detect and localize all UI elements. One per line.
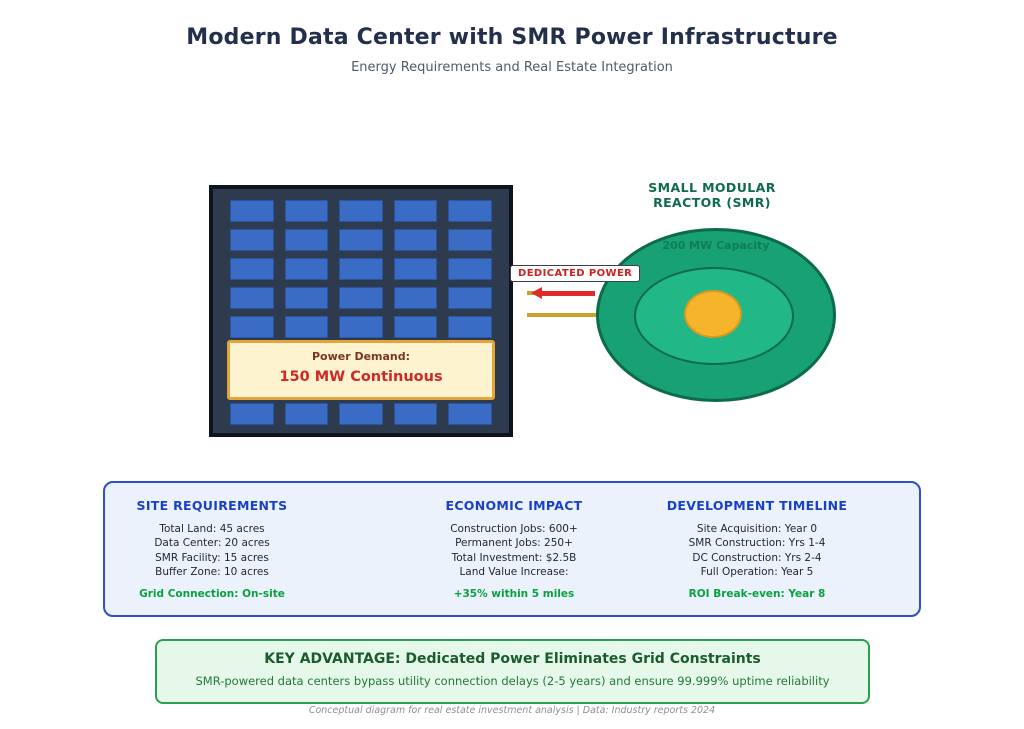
economic-impact-highlight: +35% within 5 miles [453,588,575,601]
server-rack [339,403,383,425]
server-rack [393,229,438,251]
server-rack [284,229,329,251]
server-rack [284,258,329,280]
server-rack [284,403,329,425]
server-rack [448,200,492,222]
site-requirements-item: SMR Facility: 15 acres [155,551,269,564]
economic-impact-item: Construction Jobs: 600+ [450,523,578,535]
server-rack [230,229,274,251]
server-rack [230,403,274,425]
server-rack [284,200,329,222]
site-requirements-item: Total Land: 45 acres [159,523,265,535]
server-rack [393,287,438,309]
development-timeline-heading: DEVELOPMENT TIMELINE [666,498,848,513]
site-requirements-item: Data Center: 20 acres [154,537,270,550]
power-demand-label: Power Demand: [311,350,411,363]
economic-impact-item: Permanent Jobs: 250+ [455,537,573,550]
economic-impact-item: Total Investment: $2.5B [451,551,577,564]
development-timeline-item: Full Operation: Year 5 [700,565,814,578]
key-advantage-title: KEY ADVANTAGE: Dedicated Power Eliminate… [264,651,761,667]
server-rack [393,258,438,280]
page-subtitle: Energy Requirements and Real Estate Inte… [351,60,673,75]
server-rack [393,200,438,222]
server-rack [339,229,383,251]
server-rack [448,403,492,425]
page-title: Modern Data Center with SMR Power Infras… [186,25,838,50]
server-rack [230,258,274,280]
site-requirements-highlight: Grid Connection: On-site [139,588,285,601]
server-rack [448,287,492,309]
key-advantage-description: SMR-powered data centers bypass utility … [195,674,830,688]
server-rack [339,200,383,222]
development-timeline-item: DC Construction: Yrs 2-4 [692,551,822,564]
power-line [527,313,597,317]
economic-impact-item: Land Value Increase: [459,565,569,578]
server-rack [393,316,438,338]
smr-inner-ellipse [634,267,794,365]
server-rack [339,316,383,338]
power-arrow-shaft [540,290,595,296]
footer-note: Conceptual diagram for real estate inves… [308,705,716,716]
server-rack [393,403,438,425]
site-requirements-item: Buffer Zone: 10 acres [155,565,269,578]
power-arrow-head-icon [531,287,542,299]
smr-reactor-core [684,290,742,338]
smr-capacity-label: 200 MW Capacity [662,239,770,252]
development-timeline-item: SMR Construction: Yrs 1-4 [688,537,826,550]
development-timeline-column: DEVELOPMENT TIMELINE Site Acquisition: Y… [652,498,862,600]
server-rack [284,287,329,309]
server-rack [230,287,274,309]
key-advantage-box: KEY ADVANTAGE: Dedicated Power Eliminate… [155,639,870,704]
site-requirements-column: SITE REQUIREMENTS Total Land: 45 acres D… [107,498,317,600]
data-center-building: Power Demand: 150 MW Continuous [209,185,513,437]
dedicated-power-label: DEDICATED POWER [510,265,641,282]
server-rack [230,316,274,338]
power-demand-box: Power Demand: 150 MW Continuous [227,340,495,400]
server-rack [284,316,329,338]
development-timeline-highlight: ROI Break-even: Year 8 [688,588,826,601]
server-rack [230,200,274,222]
site-requirements-heading: SITE REQUIREMENTS [136,498,288,513]
economic-impact-heading: ECONOMIC IMPACT [445,498,583,513]
server-rack [448,258,492,280]
server-rack [339,287,383,309]
development-timeline-item: Site Acquisition: Year 0 [696,523,818,535]
power-demand-value: 150 MW Continuous [279,369,443,385]
server-rack [339,258,383,280]
smr-title: SMALL MODULAR REACTOR (SMR) [648,180,776,210]
info-panel: SITE REQUIREMENTS Total Land: 45 acres D… [103,481,921,617]
economic-impact-column: ECONOMIC IMPACT Construction Jobs: 600+ … [409,498,619,600]
server-rack [448,316,492,338]
server-rack [448,229,492,251]
